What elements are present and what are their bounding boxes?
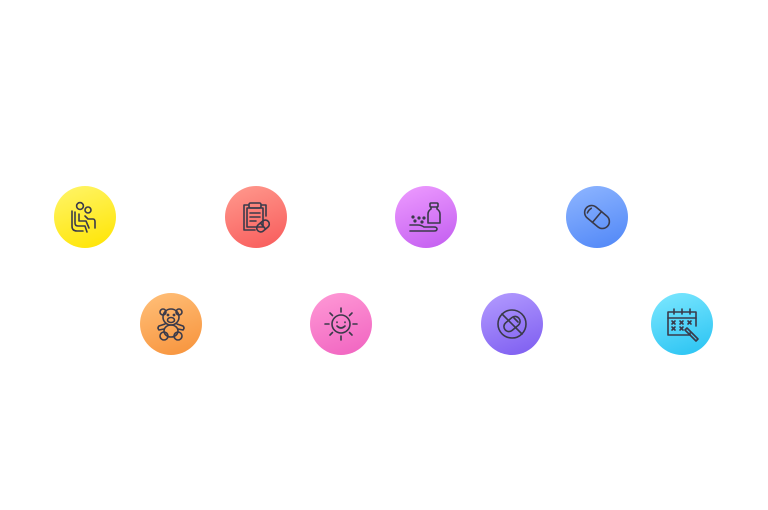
smiling-sun-icon [310,293,372,355]
prescription-clipboard-icon [225,186,287,248]
teddy-bear-icon [140,293,202,355]
capsule-pill-icon [566,186,628,248]
no-pills-icon [481,293,543,355]
calendar-schedule-icon [651,293,713,355]
medicine-bottle-spill-icon [395,186,457,248]
waiting-room-seat-icon [54,186,116,248]
